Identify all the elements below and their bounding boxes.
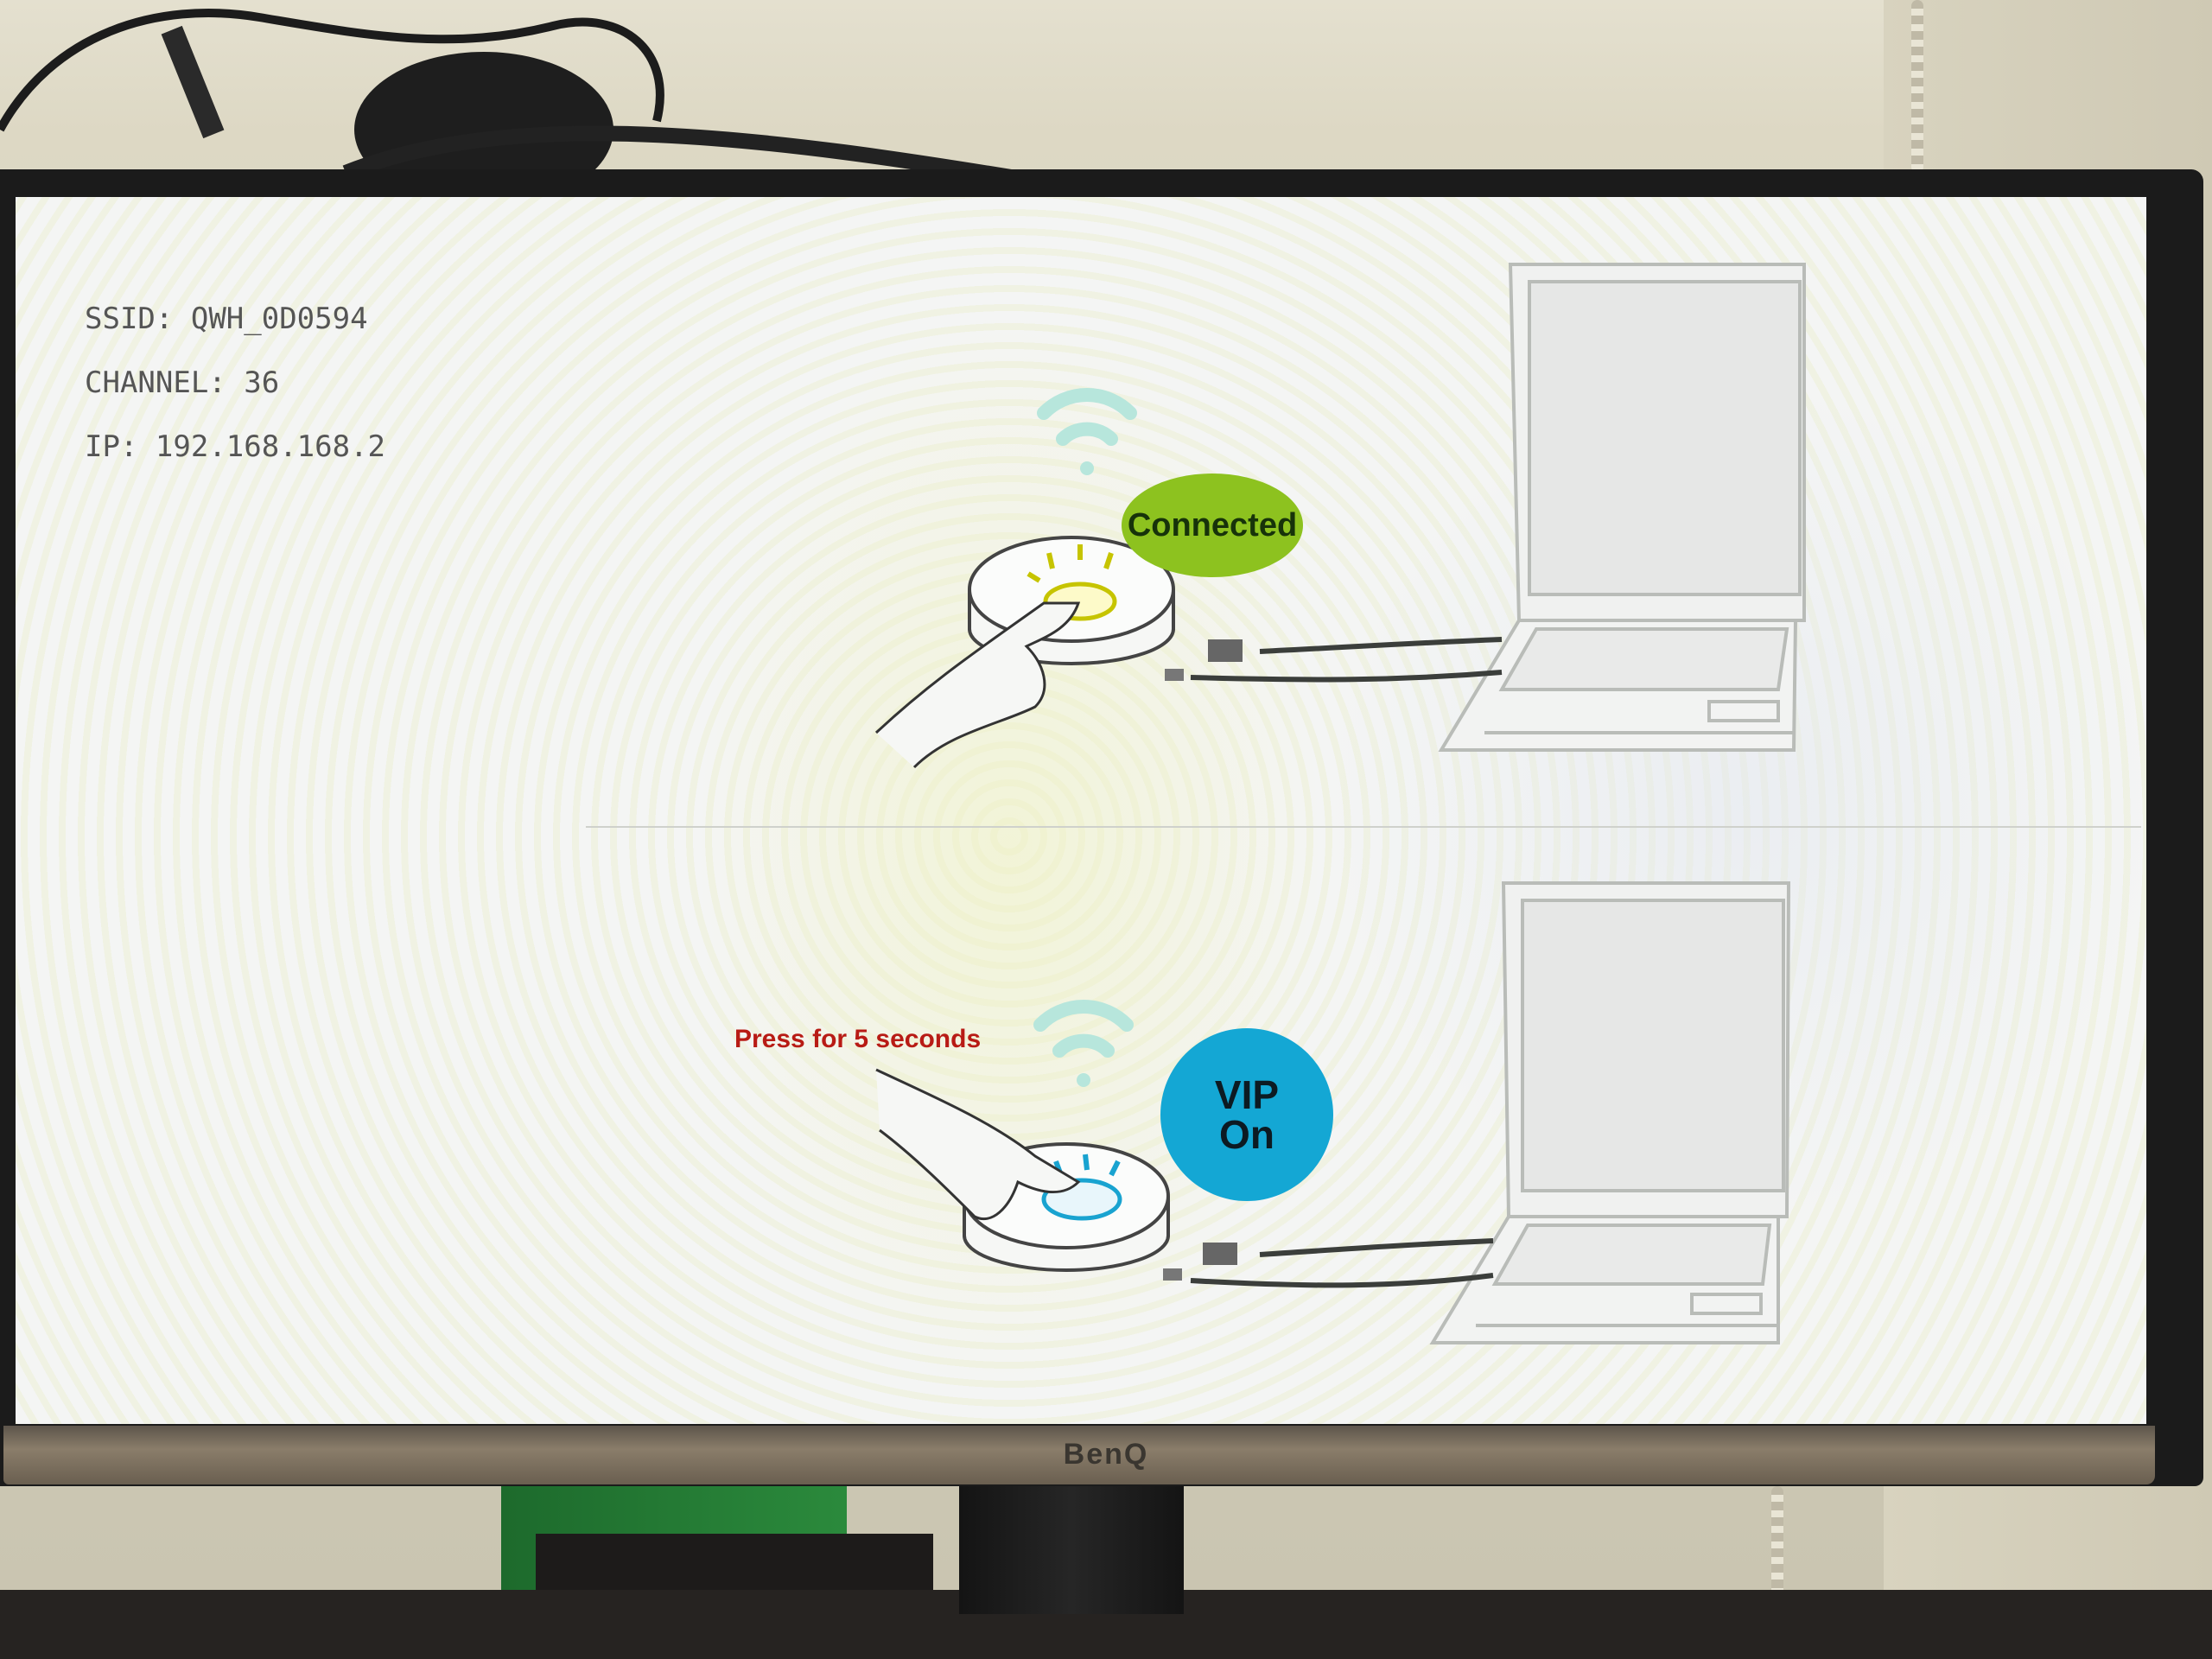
headphones (354, 52, 613, 207)
press-instruction: Press for 5 seconds (734, 1025, 982, 1053)
usb-plug-bottom (1203, 1243, 1237, 1265)
section-divider (586, 826, 2141, 828)
ssid-value: QWH_0D0594 (190, 302, 368, 336)
usb-plug-top (1208, 639, 1243, 662)
antenna (161, 25, 225, 139)
setup-illustration (874, 263, 1806, 1344)
ip-line: IP: 192.168.168.2 (85, 415, 385, 479)
laptop-illustration-bottom (1429, 881, 1791, 1344)
monitor-chin (3, 1426, 2155, 1484)
power-plug-bottom (1163, 1268, 1182, 1281)
channel-line: CHANNEL: 36 (85, 351, 385, 415)
vip-on-bubble: VIP On (1160, 1028, 1333, 1201)
hand-pointing-top (874, 601, 1081, 769)
monitor-screen: SSID: QWH_0D0594 CHANNEL: 36 IP: 192.168… (16, 197, 2146, 1424)
ip-label: IP: (85, 429, 138, 464)
router-device-bottom (963, 1142, 1237, 1281)
power-plug-top (1165, 669, 1184, 681)
wifi-icon-top (1037, 387, 1137, 475)
wifi-icon-bottom (1033, 999, 1134, 1087)
monitor-stand (959, 1484, 1184, 1614)
monitor-brand-logo: BenQ (1063, 1438, 1149, 1471)
cables-bottom (1190, 1238, 1494, 1288)
ip-value: 192.168.168.2 (155, 429, 386, 464)
hand-pressing-bottom (875, 1068, 1081, 1221)
connected-status-bubble: Connected (1122, 474, 1303, 577)
ssid-label: SSID: (85, 302, 174, 336)
vip-label: VIP (1214, 1072, 1280, 1117)
ssid-line: SSID: QWH_0D0594 (85, 287, 385, 351)
channel-label: CHANNEL: (85, 365, 226, 400)
network-info: SSID: QWH_0D0594 CHANNEL: 36 IP: 192.168… (85, 287, 385, 479)
on-label: On (1219, 1112, 1274, 1157)
laptop-illustration-top (1438, 263, 1806, 752)
cables-top (1190, 637, 1503, 683)
channel-value: 36 (244, 365, 280, 400)
window-blind-chain (1911, 0, 1923, 173)
background-cables (0, 9, 1039, 207)
router-device-top (968, 536, 1243, 681)
